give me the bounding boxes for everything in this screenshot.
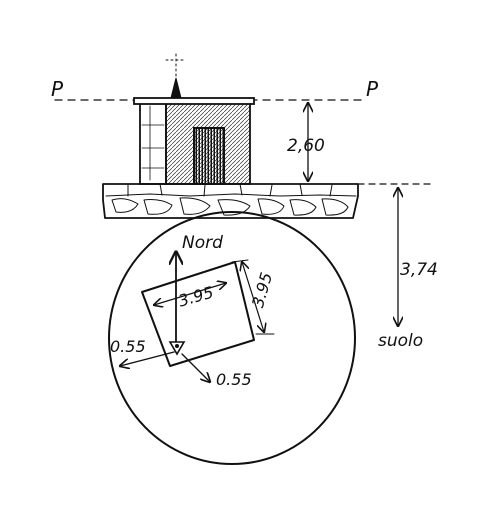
height-building-label: 2,60 (287, 136, 325, 156)
offset-arrow-right (181, 353, 210, 382)
building-roof (133, 97, 255, 105)
stone-base (102, 183, 431, 219)
side-horizontal-label: 3.95 (176, 282, 215, 310)
plane-label-right: P (366, 77, 379, 101)
offset-arrow-left (120, 351, 175, 366)
offset-left-label: 0.55 (110, 337, 146, 356)
spire (170, 77, 182, 99)
ground-label: suolo (378, 331, 423, 351)
offset-right-label: 0.55 (216, 370, 252, 389)
side-vertical-label: 3.95 (248, 270, 276, 309)
plan-square (141, 259, 275, 367)
plane-label-left: P (51, 77, 64, 101)
height-ground-label: 3,74 (400, 260, 438, 280)
building (133, 53, 255, 185)
building-door (193, 127, 225, 185)
north-label: Nord (182, 233, 223, 253)
ground-circle (108, 211, 356, 465)
building-left-wall (139, 101, 167, 185)
